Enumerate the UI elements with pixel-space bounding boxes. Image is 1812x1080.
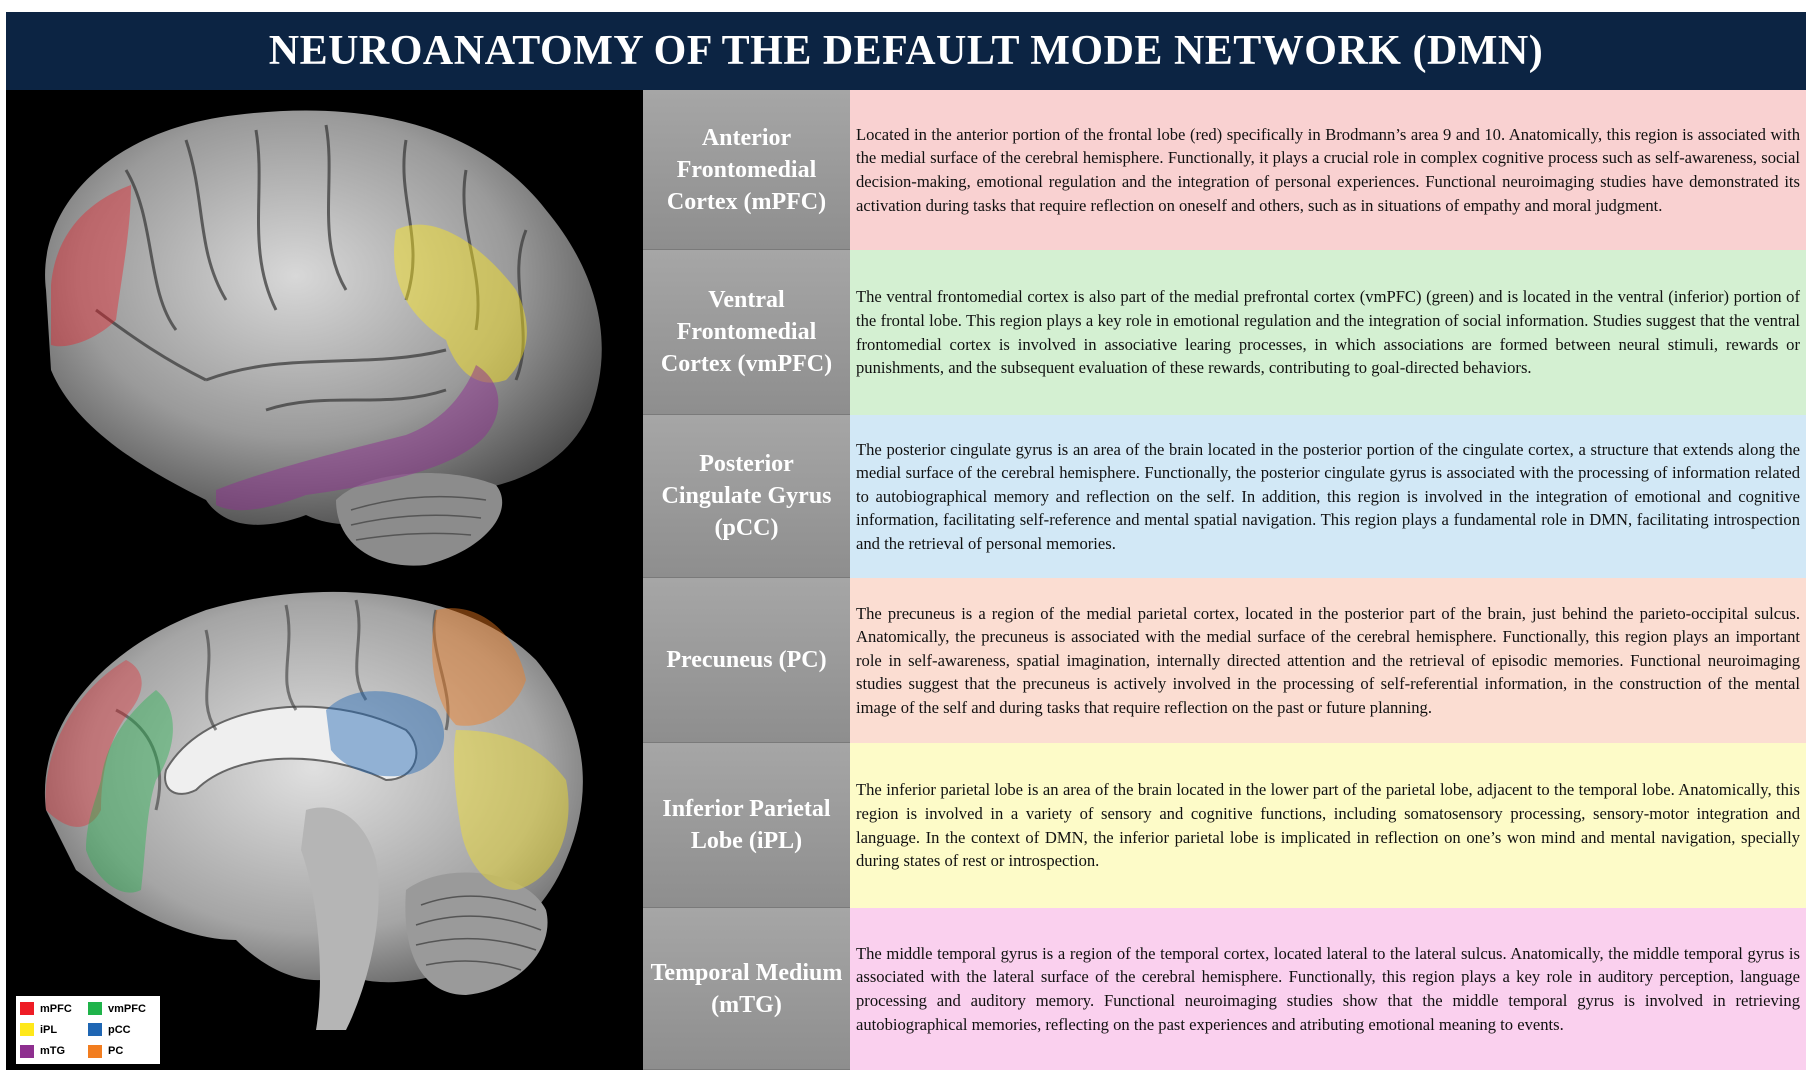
region-name-cell: Ventral Frontomedial Cortex (vmPFC): [643, 250, 850, 415]
region-description: The middle temporal gyrus is a region of…: [856, 943, 1800, 1034]
legend-item-pcc: pCC: [88, 1019, 156, 1040]
region-name-cell: Temporal Medium (mTG): [643, 908, 850, 1070]
legend-label-pcc: pCC: [108, 1023, 131, 1036]
region-description: The inferior parietal lobe is an area of…: [856, 780, 1800, 871]
region-description-cell: The precuneus is a region of the medial …: [850, 578, 1806, 743]
region-name-cell: Inferior Parietal Lobe (iPL): [643, 743, 850, 908]
legend-swatch-mtg: [20, 1044, 34, 1058]
legend-item-mtg: mTG: [20, 1041, 88, 1062]
region-description: The ventral frontomedial cortex is also …: [856, 287, 1800, 378]
legend-swatch-pc: [88, 1044, 102, 1058]
lateral-brain-view: [45, 110, 602, 566]
color-legend: mPFC vmPFC iPL pCC mTG PC: [16, 996, 160, 1064]
brain-illustration-panel: mPFC vmPFC iPL pCC mTG PC: [6, 90, 643, 1070]
legend-item-vmpfc: vmPFC: [88, 998, 156, 1019]
medial-brain-view: [44, 591, 583, 1030]
region-description-cell: Located in the anterior portion of the f…: [850, 90, 1806, 250]
region-table: Anterior Frontomedial Cortex (mPFC) Loca…: [643, 90, 1806, 1070]
region-description-cell: The inferior parietal lobe is an area of…: [850, 743, 1806, 908]
legend-label-mpfc: mPFC: [40, 1002, 72, 1015]
legend-item-pc: PC: [88, 1041, 156, 1062]
region-description: Located in the anterior portion of the f…: [856, 124, 1800, 215]
region-description: The posterior cingulate gyrus is an area…: [856, 439, 1800, 553]
region-row-pc: Precuneus (PC) The precuneus is a region…: [643, 578, 1806, 743]
region-description-cell: The middle temporal gyrus is a region of…: [850, 908, 1806, 1070]
legend-label-pc: PC: [108, 1045, 124, 1058]
region-name: Temporal Medium (mTG): [650, 959, 843, 1018]
title-banner: NEUROANATOMY OF THE DEFAULT MODE NETWORK…: [6, 12, 1806, 90]
region-description-cell: The posterior cingulate gyrus is an area…: [850, 415, 1806, 578]
legend-swatch-ipl: [20, 1023, 34, 1037]
legend-label-mtg: mTG: [40, 1045, 66, 1058]
region-name: Ventral Frontomedial Cortex (vmPFC): [660, 287, 833, 377]
region-description: The precuneus is a region of the medial …: [856, 603, 1800, 717]
region-name: Posterior Cingulate Gyrus (pCC): [661, 451, 832, 541]
region-description-cell: The ventral frontomedial cortex is also …: [850, 250, 1806, 415]
brain-illustrations: [44, 110, 602, 1030]
page-title: NEUROANATOMY OF THE DEFAULT MODE NETWORK…: [268, 28, 1544, 74]
region-row-vmpfc: Ventral Frontomedial Cortex (vmPFC) The …: [643, 250, 1806, 415]
legend-swatch-vmpfc: [88, 1002, 102, 1016]
region-name: Precuneus (PC): [666, 647, 827, 673]
legend-item-ipl: iPL: [20, 1019, 88, 1040]
region-name-cell: Anterior Frontomedial Cortex (mPFC): [643, 90, 850, 250]
region-name: Anterior Frontomedial Cortex (mPFC): [666, 124, 827, 215]
region-row-pcc: Posterior Cingulate Gyrus (pCC) The post…: [643, 415, 1806, 578]
region-name-cell: Precuneus (PC): [643, 578, 850, 743]
legend-label-vmpfc: vmPFC: [108, 1002, 146, 1015]
legend-swatch-mpfc: [20, 1002, 34, 1016]
legend-swatch-pcc: [88, 1023, 102, 1037]
legend-label-ipl: iPL: [40, 1023, 58, 1036]
legend-item-mpfc: mPFC: [20, 998, 88, 1019]
region-row-mpfc: Anterior Frontomedial Cortex (mPFC) Loca…: [643, 90, 1806, 250]
region-row-mtg: Temporal Medium (mTG) The middle tempora…: [643, 908, 1806, 1070]
region-row-ipl: Inferior Parietal Lobe (iPL) The inferio…: [643, 743, 1806, 908]
region-name-cell: Posterior Cingulate Gyrus (pCC): [643, 415, 850, 578]
region-name: Inferior Parietal Lobe (iPL): [662, 796, 831, 854]
